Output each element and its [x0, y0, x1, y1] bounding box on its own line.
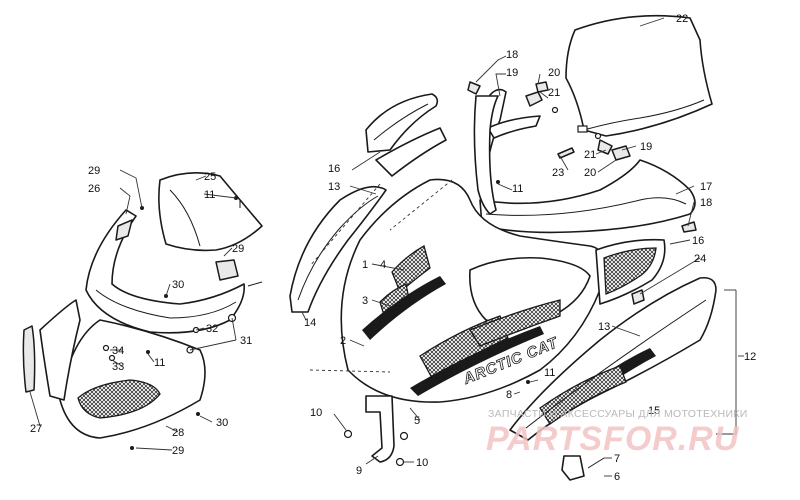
leader-lines	[29, 17, 744, 477]
callout-4: 4	[380, 259, 386, 271]
callout-26: 26	[88, 183, 100, 195]
callout-28: 28	[172, 427, 184, 439]
callout-13: 13	[328, 181, 340, 193]
callout-11: 11	[512, 183, 523, 195]
callout-12: 12	[744, 351, 756, 363]
callout-21: 21	[584, 149, 596, 161]
callout-32: 32	[206, 323, 218, 335]
callout-6: 6	[614, 471, 620, 483]
belly-pan-frame	[85, 209, 246, 334]
side-vent-lower	[595, 238, 666, 305]
callout-7: 7	[614, 453, 620, 465]
lower-bracket	[343, 395, 409, 467]
callout-1: 1	[362, 259, 368, 271]
left-trim	[22, 325, 36, 393]
callout-30: 30	[172, 279, 184, 291]
main-hood: ARCTIC CAT	[340, 178, 606, 403]
callout-9: 9	[356, 465, 362, 477]
callout-11: 11	[544, 367, 555, 379]
watermark-subtitle: ЗАПЧАСТИ И АКСЕССУАРЫ ДЛЯ МОТОТЕХНИКИ	[488, 408, 748, 420]
callout-17: 17	[700, 181, 712, 193]
callout-34: 34	[112, 345, 124, 357]
callout-20: 20	[584, 167, 596, 179]
clip-bracket	[561, 455, 605, 481]
callout-19: 19	[640, 141, 652, 153]
callout-21: 21	[548, 87, 560, 99]
callout-29: 29	[172, 445, 184, 457]
callout-30: 30	[216, 417, 228, 429]
callout-18: 18	[506, 49, 518, 61]
callout-22: 22	[676, 13, 688, 25]
callout-11: 11	[204, 189, 215, 201]
watermark-site: PARTSFOR.RU	[486, 420, 740, 458]
side-vent-upper	[365, 93, 447, 177]
callout-11: 11	[154, 357, 165, 369]
side-trim-strip	[289, 185, 387, 313]
callout-3: 3	[362, 295, 368, 307]
callout-labels: 22 18 19 20 21 21 19 20 23 11 16 13 17 1…	[30, 13, 756, 483]
right-side-panel	[509, 276, 717, 441]
callout-13: 13	[598, 321, 610, 333]
callout-18: 18	[700, 197, 712, 209]
callout-29: 29	[232, 243, 244, 255]
callout-24: 24	[694, 253, 706, 265]
callout-16: 16	[328, 163, 340, 175]
inner-panel	[158, 172, 263, 252]
callout-19: 19	[506, 67, 518, 79]
windshield-strip	[487, 115, 541, 139]
windshield-bracket-right	[557, 132, 697, 233]
callout-14: 14	[304, 317, 316, 329]
callout-8: 8	[506, 389, 512, 401]
front-bumper	[39, 299, 206, 439]
callout-23: 23	[552, 167, 564, 179]
callout-15: 15	[648, 405, 660, 417]
callout-5: 5	[414, 415, 420, 427]
callout-27: 27	[30, 423, 42, 435]
callout-10: 10	[310, 407, 322, 419]
callout-29: 29	[88, 165, 100, 177]
callout-10: 10	[416, 457, 428, 469]
callout-2: 2	[340, 335, 346, 347]
upper-console	[473, 95, 696, 234]
callout-16: 16	[692, 235, 704, 247]
callout-33: 33	[112, 361, 124, 373]
callout-20: 20	[548, 67, 560, 79]
windshield	[565, 14, 713, 137]
callout-25: 25	[204, 171, 216, 183]
screw-dots	[130, 180, 530, 450]
callout-31: 31	[240, 335, 252, 347]
watermark: ЗАПЧАСТИ И АКСЕССУАРЫ ДЛЯ МОТОТЕХНИКИ PA…	[486, 408, 748, 458]
